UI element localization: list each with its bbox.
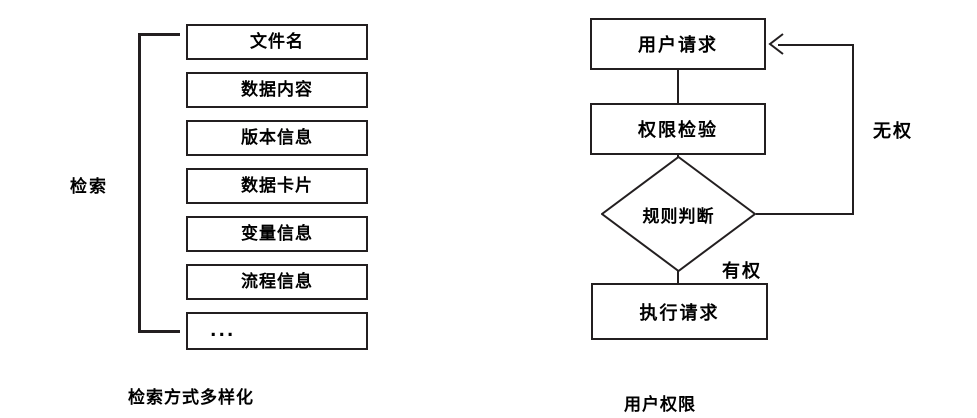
- list-item-process-info[interactable]: 流程信息: [186, 264, 368, 300]
- list-item-label: ...: [210, 320, 236, 341]
- arrowhead-left-icon: [768, 33, 784, 55]
- edge-label-has-permission: 有权: [722, 261, 762, 282]
- bracket-label: 检索: [70, 177, 108, 197]
- left-diagram: 检索 文件名 数据内容 版本信息 数据卡片 变量信息 流程信息 ... 检索方式…: [0, 0, 480, 418]
- list-item-label: 文件名: [250, 31, 304, 52]
- bracket-top-arm: [138, 33, 180, 36]
- list-item-version-info[interactable]: 版本信息: [186, 120, 368, 156]
- node-label: 权限检验: [638, 120, 718, 141]
- node-rule-decision[interactable]: 规则判断: [601, 156, 756, 272]
- bracket-bottom-arm: [138, 330, 180, 333]
- node-execute-request[interactable]: 执行请求: [591, 283, 768, 340]
- list-item-label: 流程信息: [241, 271, 313, 292]
- list-item-more[interactable]: ...: [186, 312, 368, 350]
- list-item-label: 数据内容: [241, 79, 313, 100]
- node-user-request[interactable]: 用户请求: [590, 18, 766, 70]
- left-diagram-caption: 检索方式多样化: [128, 388, 254, 408]
- node-label: 用户请求: [638, 35, 718, 56]
- right-diagram-caption: 用户权限: [624, 395, 696, 415]
- node-permission-check[interactable]: 权限检验: [590, 103, 766, 155]
- list-item-data-content[interactable]: 数据内容: [186, 72, 368, 108]
- list-item-label: 变量信息: [241, 223, 313, 244]
- loop-segment-right: [852, 45, 854, 215]
- edge-label-no-permission: 无权: [873, 121, 913, 142]
- connector-request-to-auth: [677, 70, 679, 103]
- list-item-data-card[interactable]: 数据卡片: [186, 168, 368, 204]
- node-label: 执行请求: [639, 302, 720, 324]
- connector-decision-to-execute: [677, 271, 679, 284]
- list-item-label: 版本信息: [241, 127, 313, 148]
- list-item-filename[interactable]: 文件名: [186, 24, 368, 60]
- bracket-vertical-line: [138, 33, 141, 333]
- list-item-variable-info[interactable]: 变量信息: [186, 216, 368, 252]
- node-label: 规则判断: [642, 206, 715, 227]
- loop-segment-bottom: [756, 213, 854, 215]
- list-item-label: 数据卡片: [241, 175, 313, 196]
- loop-segment-top: [778, 44, 854, 46]
